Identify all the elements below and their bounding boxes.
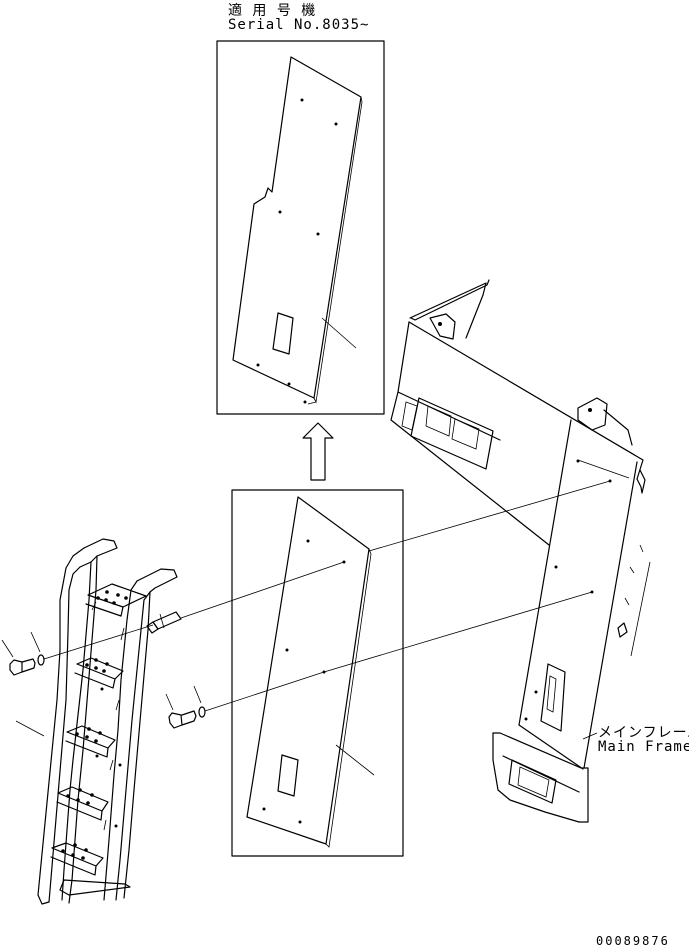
lower-detail-box: [231, 489, 404, 857]
upper-cover-panel: [232, 56, 363, 405]
ladder-tread-holes: [61, 590, 128, 860]
applicable-models-label: 適 用 号 機: [228, 3, 317, 19]
assembly-lines: [43, 480, 611, 712]
bolt-set-2: [165, 685, 206, 729]
ladder: [15, 538, 182, 905]
main-frame-label-en: Main Frame: [598, 739, 689, 755]
ladder-treads: [50, 583, 147, 896]
serial-number-label: Serial No.8035~: [228, 17, 370, 33]
main-frame: [390, 279, 651, 823]
upper-detail-box: [216, 40, 385, 415]
up-arrow-icon: [302, 422, 334, 481]
drawing-code: 00089876: [596, 934, 670, 948]
lower-cover-panel: [246, 496, 375, 848]
main-frame-label-jp: メインフレーム: [598, 725, 689, 741]
bolt-set-1: [1, 631, 45, 676]
